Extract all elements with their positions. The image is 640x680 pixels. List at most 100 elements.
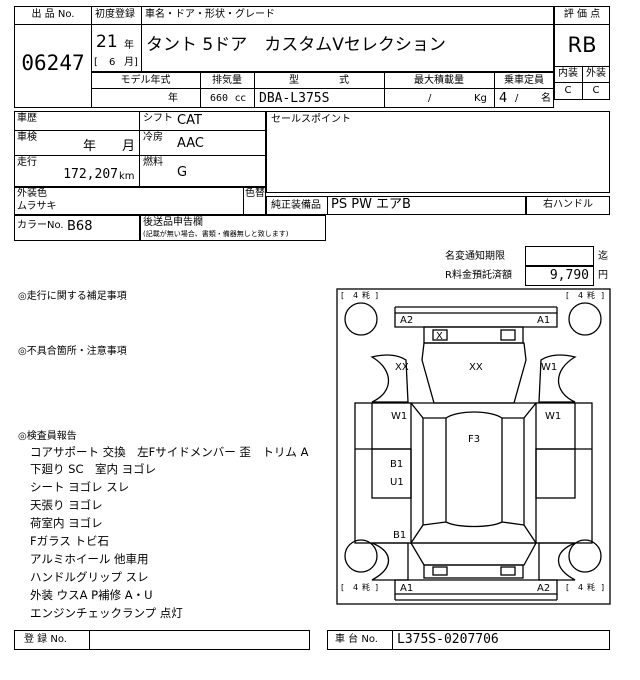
- divider: [554, 24, 610, 25]
- displacement: 660: [210, 93, 229, 104]
- exterior-score: C: [592, 85, 600, 96]
- front-bumper: [394, 312, 558, 328]
- declaration-note: (記載が無い場合、書類・備器無しと致します): [143, 230, 289, 238]
- rear-glass-line: [501, 521, 525, 526]
- divider: [582, 66, 583, 100]
- rear-door-left: [371, 448, 412, 499]
- model-year-label: モデル年式: [120, 75, 171, 86]
- inspection-year: 年: [83, 139, 97, 154]
- tire-unit: 粍: [587, 582, 595, 592]
- diagram-frame: [336, 288, 611, 605]
- color-no-box: [14, 215, 140, 241]
- interior-score: C: [564, 85, 572, 96]
- name-label: 車名・ドア・形状・グレード: [145, 9, 275, 20]
- rear-panel: [423, 564, 524, 579]
- equipment-label: 純正装備品: [271, 200, 321, 211]
- deadline-unit: 迄: [598, 251, 608, 262]
- sales-label: セールスポイント: [271, 114, 351, 125]
- recycle-value-box: [525, 266, 594, 286]
- chassis-no: L375S-0207706: [397, 632, 499, 647]
- exterior-color-box: [14, 187, 266, 215]
- tire-unit: 粍: [362, 582, 370, 592]
- mark-front-bumper-right: A1: [537, 315, 550, 326]
- note-line: 下廻り SC 室内 ヨゴレ: [30, 462, 157, 476]
- note-line: ハンドルグリップ スレ: [30, 570, 149, 584]
- headlight-right: [500, 329, 516, 341]
- note-line: 天張り ヨゴレ: [30, 498, 103, 512]
- tire-unit: 粍: [362, 290, 370, 300]
- tire-depth-rl: 4: [353, 583, 358, 592]
- load-slash: /: [428, 93, 432, 104]
- exterior-color: ムラサキ: [17, 201, 57, 212]
- exterior-color-label: 外装色: [17, 188, 47, 199]
- inspection-label: 車検: [17, 132, 37, 143]
- title-box: [91, 6, 554, 72]
- tire-bracket: [: [566, 291, 569, 300]
- score-value: RB: [567, 33, 597, 57]
- divider: [254, 72, 255, 108]
- deadline-value-box: [525, 246, 594, 266]
- reg-no-label: 登 録 No.: [24, 634, 67, 645]
- tire-rear-left: [344, 539, 378, 573]
- recycle-amount: 9,790: [549, 268, 589, 283]
- color-no-label: カラーNo.: [17, 220, 64, 231]
- mileage-unit: km: [119, 171, 135, 182]
- year-unit: 年: [124, 40, 134, 51]
- tire-bracket: ]: [601, 583, 604, 592]
- mark-hood: XX: [469, 362, 483, 373]
- mark-grille: X: [436, 331, 443, 342]
- mark-left-quarter: B1: [393, 530, 406, 541]
- headlight-left: [432, 329, 448, 341]
- type-value: DBA-L375S: [259, 91, 330, 106]
- rear-gate: [409, 542, 538, 566]
- rear-door-right: [535, 448, 576, 499]
- divider: [91, 88, 554, 89]
- note-line: コアサポート 交換 左Fサイドメンバー 歪 トリム A: [30, 445, 309, 459]
- equipment-box: [266, 196, 526, 215]
- tire-bracket: [: [341, 583, 344, 592]
- capacity-slash: /: [515, 93, 519, 104]
- note-line: Fガラス トビ石: [30, 534, 110, 548]
- divider: [14, 130, 266, 131]
- mark-rear-bumper-left: A1: [400, 583, 413, 594]
- note-line: アルミホイール 他車用: [30, 552, 149, 566]
- recycle-label: R料金預託済額: [445, 270, 512, 281]
- chassis-box: [327, 630, 610, 650]
- chassis-label: 車 台 No.: [335, 634, 378, 645]
- tire-rear-right: [568, 539, 602, 573]
- cabin: [409, 402, 538, 544]
- front-fender-left: [370, 354, 409, 403]
- capacity-value: 4: [499, 91, 508, 106]
- divider: [14, 155, 266, 156]
- driving-heading: ◎走行に関する補足事項: [18, 291, 127, 302]
- sales-point-box: [266, 111, 610, 193]
- shift-value: CAT: [177, 113, 202, 128]
- note-line: エンジンチェックランプ 点灯: [30, 606, 183, 620]
- tire-bracket: ]: [375, 291, 378, 300]
- divider: [392, 630, 393, 650]
- type-label: 型 式: [289, 75, 349, 86]
- rear-bumper: [394, 579, 558, 595]
- color-no: B68: [67, 219, 93, 234]
- tire-bracket: [: [341, 291, 344, 300]
- reg-month-close: 月]: [124, 57, 138, 68]
- load-unit: Kg: [474, 93, 487, 104]
- steering-box: [526, 196, 610, 215]
- displacement-label: 排気量: [212, 75, 242, 86]
- reg-no-box: [14, 630, 310, 650]
- mileage-label: 走行: [17, 157, 37, 168]
- score-label: 評 価 点: [563, 9, 601, 20]
- mark-front-bumper-left: A2: [400, 315, 413, 326]
- tire-front-left: [344, 302, 378, 336]
- mark-left-front-door: W1: [391, 411, 407, 422]
- divider: [91, 24, 554, 25]
- mark-right-front-door: W1: [545, 411, 561, 422]
- taillight-right: [500, 566, 516, 576]
- model-year-unit: 年: [168, 93, 178, 104]
- tire-depth-fl: 4: [353, 291, 358, 300]
- reg-label: 初度登録: [95, 9, 135, 20]
- mark-right-fender: W1: [541, 362, 557, 373]
- recolor-label: 色替: [245, 188, 265, 199]
- tire-bracket: ]: [375, 583, 378, 592]
- rear-quarter-left: [371, 542, 409, 581]
